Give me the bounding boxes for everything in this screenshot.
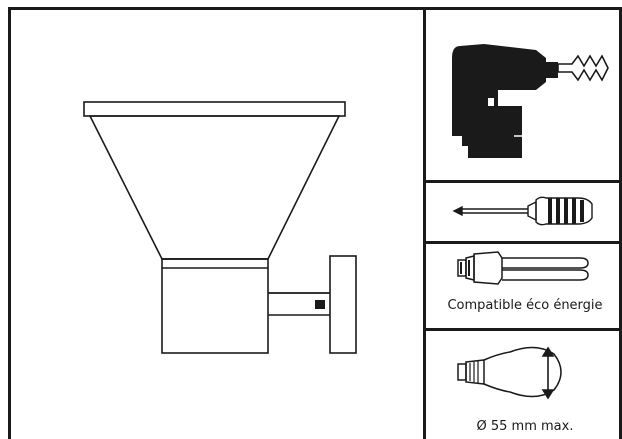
drill-body <box>452 44 546 158</box>
diameter-arrow <box>541 346 555 400</box>
drill-bit <box>557 54 609 82</box>
frame-right-border <box>619 7 622 439</box>
divider-screwdriver <box>423 241 622 244</box>
divider-cfl <box>423 328 622 331</box>
lamp-body <box>161 258 269 354</box>
screwdriver-icon <box>452 196 593 226</box>
screwdriver-panel <box>428 184 622 242</box>
divider-drill <box>423 180 622 183</box>
drill-panel <box>428 10 622 182</box>
energy-saving-bulb-icon <box>457 251 589 285</box>
lamp-rim <box>83 101 346 117</box>
lamp-wall-plate <box>329 255 357 354</box>
eco-energy-caption: Compatible éco énergie <box>447 298 603 313</box>
power-drill-icon <box>452 44 609 158</box>
wall-lamp-icon <box>83 101 357 354</box>
frame-left-border <box>8 7 11 439</box>
standard-bulb-icon <box>457 346 562 400</box>
lamp-panel <box>14 10 420 439</box>
lamp-arm-screw <box>315 300 325 309</box>
frame-top-border <box>8 7 622 10</box>
drill-chuck <box>546 62 558 78</box>
frame-center-divider <box>423 7 426 439</box>
max-diameter-caption: Ø 55 mm max. <box>476 419 574 434</box>
bulb-panel: Ø 55 mm max. <box>428 332 622 439</box>
cfl-panel: Compatible éco énergie <box>428 244 622 330</box>
lamp-shade <box>88 115 341 260</box>
